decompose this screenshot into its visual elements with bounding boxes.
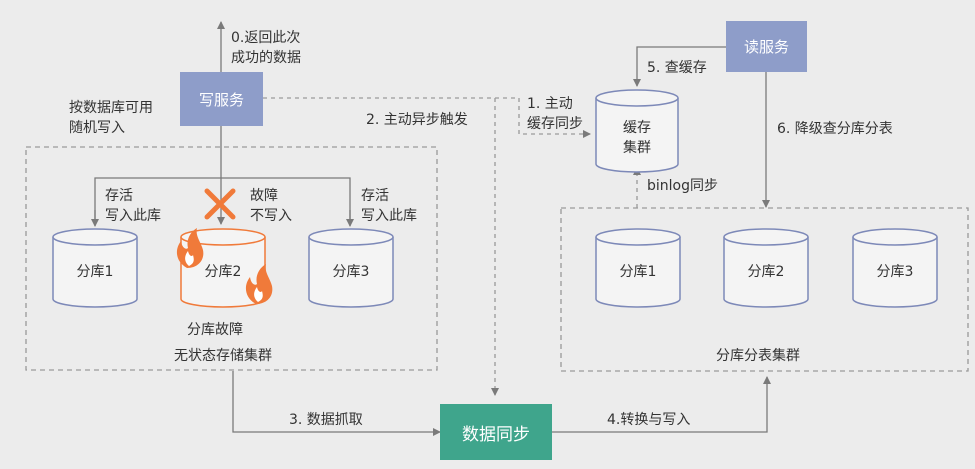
step4-label: 4.转换与写入 [607,412,691,428]
shard-cluster-label: 分库分表集群 [716,348,800,364]
step0-label: 0.返回此次 成功的数据 [231,28,301,68]
step5-label: 5. 查缓存 [647,60,707,76]
shard-cluster-shard3-label: 分库3 [876,264,914,280]
alive3-line1: 存活 [361,188,389,204]
alive3-note: 存活 写入此库 [361,186,417,226]
step0-line2: 成功的数据 [231,50,301,66]
step0-line1: 0.返回此次 [231,30,301,46]
stateless-shard3-label: 分库3 [332,264,370,280]
cache-sync-path [495,97,591,138]
step1-label: 1. 主动 缓存同步 [527,94,583,134]
alive1-note: 存活 写入此库 [105,186,161,226]
write-service-label: 写服务 [198,90,244,109]
step1-line2: 缓存同步 [527,116,583,132]
cache-cluster-cylinder [595,89,679,173]
transform-write-arrow [552,376,771,433]
step3-label: 3. 数据抓取 [289,412,363,428]
shard-cluster-shard1-cylinder [595,228,681,308]
random-write-note: 按数据库可用 随机写入 [69,98,153,138]
stateless-shard1-label: 分库1 [76,264,114,280]
alive1-line1: 存活 [105,188,133,204]
cache-cluster-label-line2: 集群 [623,140,651,156]
fault-x-icon [204,188,236,220]
write-service-box: 写服务 [180,72,263,126]
data-sync-label: 数据同步 [462,424,530,445]
shard-cluster-shard1-label: 分库1 [619,264,657,280]
binlog-label: binlog同步 [647,178,718,194]
shard-cluster-shard3-cylinder [852,228,938,308]
write-branch-line [94,177,351,224]
fault-note: 故障 不写入 [250,186,292,226]
step6-label: 6. 降级查分库分表 [777,121,893,137]
stateless-shard2-label: 分库2 [204,264,242,280]
random-write-line2: 随机写入 [69,120,125,136]
fault-line2: 不写入 [250,208,292,224]
fault-caption: 分库故障 [187,322,243,338]
stateless-cluster-label: 无状态存储集群 [174,348,272,364]
flame-icon [245,264,273,304]
cache-cluster-label: 缓存 集群 [596,118,678,158]
fault-line1: 故障 [250,188,278,204]
alive1-line2: 写入此库 [105,208,161,224]
cache-cluster-label-line1: 缓存 [623,120,651,136]
stateless-shard3-cylinder [308,228,394,308]
random-write-line1: 按数据库可用 [69,100,153,116]
shard-cluster-boundary [560,207,969,372]
flame-icon [176,228,204,268]
stateless-shard1-cylinder [52,228,138,308]
read-service-box: 读服务 [726,21,807,72]
step2-label: 2. 主动异步触发 [366,112,468,128]
read-service-label: 读服务 [743,38,789,56]
data-capture-arrow [232,371,441,436]
alive3-line2: 写入此库 [361,208,417,224]
shard-cluster-shard2-label: 分库2 [747,264,785,280]
query-cache-arrow [633,46,726,87]
stateless-cluster-boundary [25,146,438,371]
step1-line1: 1. 主动 [527,96,573,112]
data-sync-box: 数据同步 [440,404,552,460]
shard-cluster-shard2-cylinder [723,228,809,308]
